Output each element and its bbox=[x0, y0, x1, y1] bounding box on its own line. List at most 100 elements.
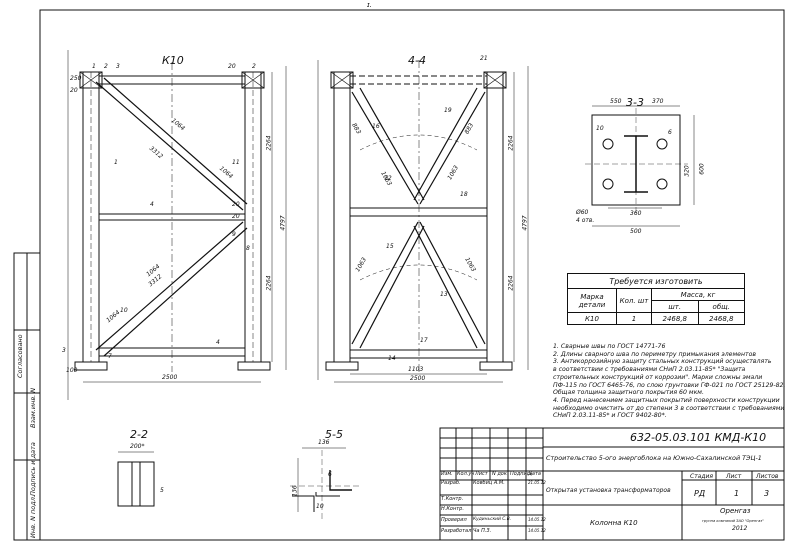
org-name: Оренгаз bbox=[720, 507, 751, 515]
callout-11: 11 bbox=[232, 159, 240, 166]
s44-dim-width: 2500 bbox=[410, 375, 426, 382]
hdr-izm: Изм. bbox=[441, 471, 453, 477]
note-line: необходимо очистить от до степени 3 в со… bbox=[553, 404, 785, 412]
row-date: 14.05.12 bbox=[528, 528, 546, 533]
row-name: Кудиньский С.В. bbox=[473, 517, 512, 522]
title-block: 632-05.03.101 КМД-К10 Строительство 5-ог… bbox=[440, 428, 780, 538]
s33-dim-360: 360 bbox=[630, 210, 642, 217]
s44-dim-bottom: 2264 bbox=[507, 275, 515, 291]
callout-14: 14 bbox=[388, 355, 396, 362]
page-mark: ɪ. bbox=[367, 1, 372, 9]
callout-3: 3 bbox=[116, 63, 120, 70]
row-name: Ча П.З. bbox=[473, 528, 492, 534]
k10-elevation bbox=[67, 50, 287, 400]
note-line: 2. Длины сварного шва по периметру примы… bbox=[553, 350, 757, 358]
k10-dim-100: 100 bbox=[66, 367, 78, 374]
s33-dim-370: 370 bbox=[652, 98, 664, 105]
k10-dim-250: 250 bbox=[70, 75, 82, 82]
callout-5: 5 bbox=[160, 487, 164, 494]
hdr-podp: Подпись bbox=[510, 471, 533, 477]
section-4-4 bbox=[317, 60, 529, 383]
note-line: строительных конструкций от коррозии". М… bbox=[553, 373, 763, 381]
s33-hole: Ø60 bbox=[576, 209, 589, 216]
req-row-unit: 2468,8 bbox=[651, 312, 699, 325]
callout-17: 17 bbox=[420, 337, 428, 344]
drawing-code: 632-05.03.101 КМД-К10 bbox=[630, 431, 767, 444]
row-role: Проверил bbox=[441, 517, 467, 523]
s55-dim-h: 136 bbox=[291, 485, 299, 497]
k10-dim-width: 2500 bbox=[162, 374, 178, 381]
k10-dim-20c: 20 bbox=[70, 87, 78, 94]
callout-10: 10 bbox=[120, 307, 128, 314]
callout-16: 16 bbox=[372, 123, 380, 130]
title-3-3: 3-3 bbox=[626, 96, 644, 109]
table-row: К10 1 2468,8 2468,8 bbox=[567, 312, 745, 325]
callout-20: 20 bbox=[228, 63, 236, 70]
callout-4: 4 bbox=[150, 201, 154, 208]
req-col-mass: Масса, кг bbox=[651, 288, 745, 301]
k10-dim-20b: 20 bbox=[232, 213, 240, 220]
callout-12: 12 bbox=[384, 175, 392, 182]
note-line: СНиП 2.03.11-85* и ГОСТ 9402-80*. bbox=[553, 412, 667, 420]
req-row-mark: К10 bbox=[567, 312, 617, 325]
requirement-table: Требуется изготовить Марка детали Кол. ш… bbox=[567, 273, 745, 325]
section-2-2 bbox=[117, 451, 155, 507]
callout-13: 13 bbox=[440, 291, 448, 298]
req-col-unit: шт. bbox=[651, 300, 699, 313]
sheet-label: Лист bbox=[726, 473, 742, 480]
callout-1a: 1 bbox=[92, 63, 96, 70]
row-name: Ковбиц А.М. bbox=[473, 480, 505, 486]
callout-3b: 3 bbox=[62, 347, 66, 354]
row-date: 14.05.12 bbox=[528, 517, 546, 522]
sheets-label: Листов bbox=[756, 473, 779, 480]
title-5-5: 5-5 bbox=[325, 428, 343, 441]
callout-18: 18 bbox=[460, 191, 468, 198]
note-line: 1. Сварные швы по ГОСТ 14771-76 bbox=[553, 343, 666, 350]
org-subtitle: группа компаний ЗАО "Оренгаз" bbox=[702, 519, 764, 523]
callout-10b: 10 bbox=[596, 125, 604, 132]
general-notes: 1. Сварные швы по ГОСТ 14771-76 2. Длины… bbox=[553, 343, 786, 420]
callout-21: 21 bbox=[480, 55, 488, 62]
s33-holes-count: 4 отв. bbox=[576, 217, 595, 224]
callout-9: 9 bbox=[232, 231, 236, 238]
row-role: Разраб. bbox=[441, 480, 461, 486]
note-line: 4. Перед нанесением защитных покрытий по… bbox=[553, 396, 780, 404]
callout-2: 2 bbox=[104, 63, 108, 70]
k10-dim-top: 2264 bbox=[265, 135, 273, 151]
s33-dim-600: 600 bbox=[698, 163, 706, 175]
year: 2012 bbox=[732, 525, 748, 532]
s22-dim-w: 200* bbox=[130, 443, 145, 450]
stage-value: РД bbox=[694, 489, 706, 498]
side-label-inv: Инв. N подл. bbox=[29, 495, 37, 538]
side-label-agreed: Согласовано bbox=[16, 334, 24, 378]
row-date: 21.05.12 bbox=[528, 480, 546, 485]
callout-15: 15 bbox=[386, 243, 394, 250]
row-role: Т.Контр. bbox=[441, 496, 464, 502]
title-k10: К10 bbox=[162, 54, 184, 67]
s44-dim-1103: 1103 bbox=[408, 366, 424, 373]
req-col-mark: Марка детали bbox=[567, 288, 617, 313]
hdr-ndok: N док bbox=[492, 471, 507, 477]
s33-dim-320: 320 bbox=[683, 165, 691, 177]
sheet-name: Колонна К10 bbox=[590, 519, 638, 527]
req-title: Требуется изготовить bbox=[567, 273, 745, 289]
title-2-2: 2-2 bbox=[130, 428, 148, 441]
callout-1: 1 bbox=[114, 159, 118, 166]
callout-6b: 6 bbox=[328, 471, 332, 478]
req-col-qty: Кол. шт bbox=[616, 288, 652, 313]
req-row-total: 2468,8 bbox=[697, 312, 745, 325]
hdr-date: Дата bbox=[528, 471, 541, 477]
note-line: 3. Антикоррозийную защиту стальных конст… bbox=[553, 358, 772, 366]
callout-2b: 2 bbox=[252, 63, 256, 70]
s33-dim-550: 550 bbox=[610, 98, 622, 105]
note-line: ПФ-115 по ГОСТ 6465-76, по слою грунтовк… bbox=[553, 381, 786, 389]
k10-dim-20a: 20 bbox=[232, 201, 240, 208]
note-line: в соответствии с требованиями СНиП 2.03.… bbox=[553, 366, 746, 374]
side-label-sign: Подпись и дата bbox=[29, 442, 37, 496]
side-label-replace: Взам.инв. N bbox=[29, 387, 37, 428]
sheet-value: 1 bbox=[734, 489, 740, 498]
title-4-4: 4-4 bbox=[408, 54, 426, 67]
row-role: Н.Контр. bbox=[441, 506, 464, 512]
